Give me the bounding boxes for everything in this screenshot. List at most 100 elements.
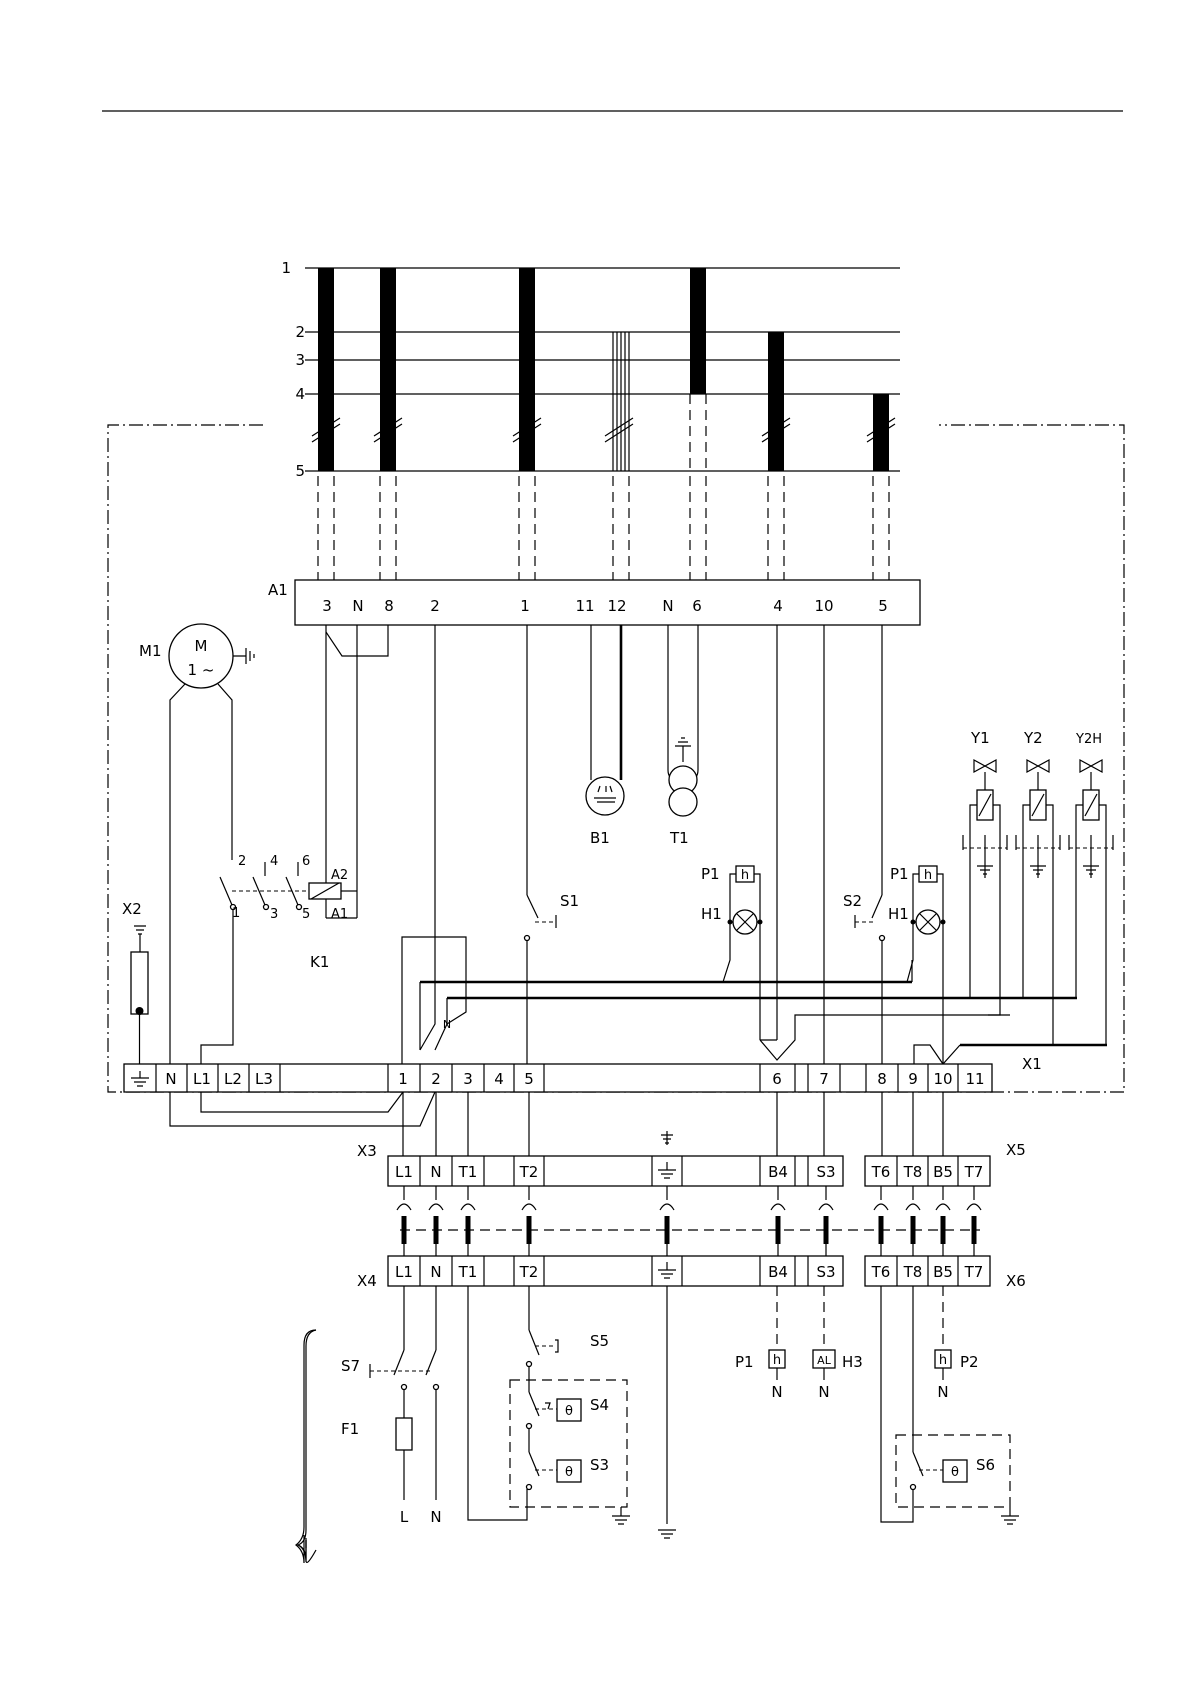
component-x2: X2: [122, 900, 148, 1064]
m1-inner-top: M: [195, 637, 208, 655]
x1-terminal: 10: [933, 1070, 952, 1088]
x3-label: X3: [357, 1142, 377, 1160]
plug-socket: [824, 1216, 829, 1244]
p1-bottom-glyph: h: [773, 1353, 781, 1368]
x4-terminal: N: [430, 1263, 441, 1281]
x4-terminal: T2: [519, 1263, 539, 1281]
p2-glyph: h: [939, 1353, 947, 1368]
x4-terminal: L1: [395, 1263, 413, 1281]
x1-terminal: 7: [819, 1070, 829, 1088]
x1-terminal: L1: [193, 1070, 211, 1088]
x1-terminal: 4: [494, 1070, 504, 1088]
p1-bottom-label: P1: [735, 1353, 754, 1371]
plug-socket: [911, 1216, 916, 1244]
h3-label: H3: [842, 1353, 863, 1371]
x3-strip: L1 N T1 T2 B4 S3 X3: [357, 1131, 843, 1186]
cable-bundles: [312, 268, 895, 471]
x1-terminal: 5: [524, 1070, 534, 1088]
s2-label: S2: [843, 892, 862, 910]
y2h-label: Y2H: [1075, 732, 1102, 747]
x5-terminal: T6: [871, 1163, 891, 1181]
x5-label: X5: [1006, 1141, 1026, 1159]
x3-terminal: T2: [519, 1163, 539, 1181]
x1-terminal: 6: [772, 1070, 782, 1088]
x1-terminal: 8: [877, 1070, 887, 1088]
h3-glyph: AL: [817, 1354, 832, 1367]
x1-terminal: 3: [463, 1070, 473, 1088]
a1-terminal: 12: [607, 597, 626, 615]
s7-label: S7: [341, 1357, 360, 1375]
k1-a2: A2: [331, 868, 348, 883]
k1-label: K1: [310, 953, 329, 971]
n-mark: N: [443, 1018, 451, 1031]
a1-terminal: 4: [773, 597, 783, 615]
h1-label: H1: [701, 905, 722, 923]
x1-x3-wires: [170, 1092, 943, 1156]
x1-terminal: 9: [908, 1070, 918, 1088]
x4-label: X4: [357, 1272, 377, 1290]
plug-socket: [434, 1216, 439, 1244]
bus-lines: 1 2 3 4 5: [281, 259, 900, 480]
bus-label-1: 1: [281, 259, 291, 277]
bus-label-3: 3: [295, 351, 305, 369]
x4-terminal: B4: [768, 1263, 788, 1281]
p2-n: N: [937, 1383, 948, 1401]
p1-h1-left: h P1 H1: [701, 865, 763, 1040]
x6-strip: T6 T8 B5 T7 X6: [865, 1256, 1026, 1290]
y1-label: Y1: [970, 729, 990, 747]
p1-label: P1: [890, 865, 909, 883]
x4-terminal: T1: [458, 1263, 478, 1281]
x1-label: X1: [1022, 1055, 1042, 1073]
x5-terminal: B5: [933, 1163, 953, 1181]
x2-label: X2: [122, 900, 142, 918]
t1-label: T1: [669, 829, 689, 847]
x6-terminal: T8: [903, 1263, 923, 1281]
x3-terminal: N: [430, 1163, 441, 1181]
s4-theta: θ: [565, 1404, 573, 1419]
dashed-drops: [318, 476, 889, 580]
p1-label: P1: [701, 865, 720, 883]
x6-label: X6: [1006, 1272, 1026, 1290]
m1-inner-bottom: 1 ~: [188, 661, 215, 679]
a1-terminal: N: [662, 597, 673, 615]
plug-socket: [776, 1216, 781, 1244]
x5-terminal: T7: [964, 1163, 984, 1181]
a1-terminal: 2: [430, 597, 440, 615]
x1-terminal: L2: [224, 1070, 242, 1088]
plug-socket: [972, 1216, 977, 1244]
f1-label: F1: [341, 1420, 359, 1438]
a1-terminal: N: [352, 597, 363, 615]
a1-terminal: 1: [520, 597, 530, 615]
a1-terminal: 6: [692, 597, 702, 615]
s6-theta: θ: [951, 1465, 959, 1480]
x5-terminal: T8: [903, 1163, 923, 1181]
contactor-k1: 2 4 6 1 3 5 A2 A1 K1: [201, 625, 388, 1064]
bus-label-4: 4: [295, 385, 305, 403]
x1-strip: N L1 L2 L3 1 2 3 4 5 6 7 8 9 10 11 X1: [124, 1055, 1042, 1092]
supply-n-label: N: [430, 1508, 441, 1526]
x1-terminal: 2: [431, 1070, 441, 1088]
field-wiring: S7 F1 L N S5 θ S4 θ S3: [296, 1286, 1019, 1563]
x5-strip: T6 T8 B5 T7 X5: [865, 1141, 1026, 1186]
x6-terminal: T6: [871, 1263, 891, 1281]
x1-terminal: 11: [965, 1070, 984, 1088]
plug-socket: [879, 1216, 884, 1244]
p1-bottom-n: N: [771, 1383, 782, 1401]
p2-label: P2: [960, 1353, 979, 1371]
sensor-b1: B1: [586, 625, 624, 847]
plug-socket: [665, 1216, 670, 1244]
x3-terminal: L1: [395, 1163, 413, 1181]
x1-terminal: N: [165, 1070, 176, 1088]
bus-label-5: 5: [295, 462, 305, 480]
x3-terminal: B4: [768, 1163, 788, 1181]
plug-connectors: [397, 1186, 981, 1256]
a1-label: A1: [268, 581, 288, 599]
p1-glyph: h: [741, 868, 749, 883]
x4-strip: L1 N T1 T2 B4 S3 X4: [357, 1256, 843, 1290]
a1-terminal: 8: [384, 597, 394, 615]
plug-socket: [941, 1216, 946, 1244]
x1-terminal: L3: [255, 1070, 273, 1088]
k1-a1: A1: [331, 907, 348, 922]
s3-theta: θ: [565, 1465, 573, 1480]
s1-label: S1: [560, 892, 579, 910]
